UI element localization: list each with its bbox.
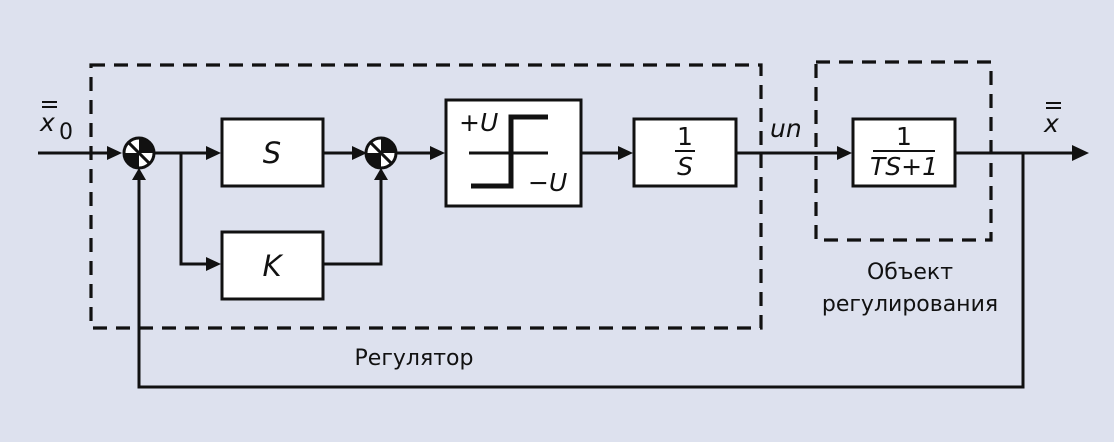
- plant-denominator: TS+1: [870, 152, 938, 181]
- arrow-head: [618, 146, 633, 160]
- arrow-head: [352, 146, 367, 160]
- input-x-symbol: x: [39, 108, 55, 137]
- integrator-block: [632, 117, 738, 188]
- summing-junction-1: [122, 136, 156, 170]
- arrow-head: [1072, 145, 1089, 161]
- plant-block: [851, 117, 957, 188]
- plant-label-line1: Объект: [867, 260, 953, 285]
- summing-junction-2: [364, 136, 398, 170]
- arrow-head: [206, 257, 221, 271]
- input-x-subscript: 0: [59, 120, 73, 145]
- regulator-group-frame: [89, 63, 763, 330]
- arrow-head: [374, 168, 388, 180]
- relay-minus-label: −U: [528, 168, 567, 197]
- integrator-denominator: S: [677, 152, 693, 181]
- plant-label-line2: регулирования: [822, 292, 998, 317]
- integrator-numerator: 1: [677, 122, 693, 151]
- arrow-head: [206, 146, 221, 160]
- k-feed-line: [323, 175, 383, 266]
- arrow-head: [837, 146, 852, 160]
- output-x-symbol: x: [1043, 109, 1059, 138]
- relay-block: [444, 98, 583, 208]
- k-block: [220, 230, 325, 301]
- feedback-line: [137, 153, 1025, 389]
- arrow-head: [107, 146, 122, 160]
- input-x0-label: x 0: [39, 101, 73, 145]
- arrow-head: [132, 168, 146, 180]
- plant-group-frame: [814, 60, 993, 242]
- regulator-label: Регулятор: [355, 346, 474, 371]
- control-signal-label: un: [770, 114, 802, 143]
- k-block-label: K: [262, 249, 283, 283]
- s-block-label: S: [263, 136, 281, 170]
- branch-line-to-k: [179, 153, 216, 266]
- arrow-head: [430, 146, 445, 160]
- output-x-label: x: [1043, 102, 1061, 138]
- relay-plus-label: +U: [459, 108, 498, 137]
- plant-numerator: 1: [896, 122, 912, 151]
